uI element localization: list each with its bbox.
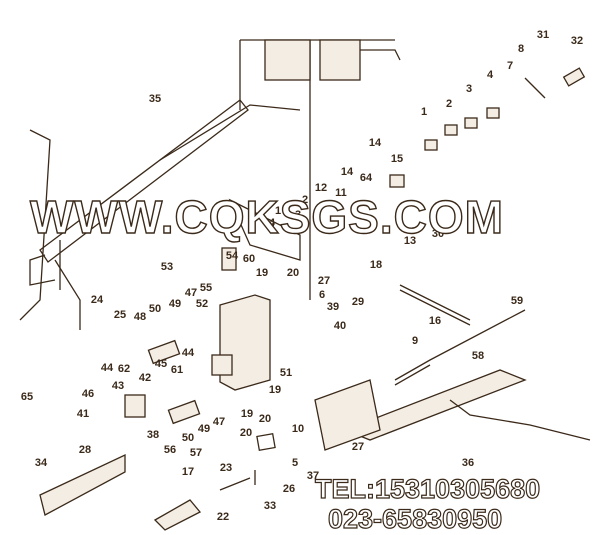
part-label: 3: [466, 83, 472, 95]
part-label: 42: [139, 372, 151, 384]
part-label: 57: [190, 447, 202, 459]
part-label: 9: [412, 335, 418, 347]
part-label: 14: [369, 137, 382, 149]
part-label: 16: [429, 315, 441, 327]
manifold-block: [211, 198, 301, 391]
part-label: 19: [269, 384, 281, 396]
part-label: 37: [307, 470, 319, 482]
part-label: 44: [182, 347, 195, 359]
part-label: 32: [571, 35, 583, 47]
part-label: 50: [149, 303, 161, 315]
part-label: 50: [182, 432, 194, 444]
part-label: 10: [292, 423, 304, 435]
cover-plate: [256, 379, 381, 452]
part-label: 1: [275, 205, 281, 217]
fuel-pipe-assembly: [343, 369, 591, 441]
part-label: 20: [287, 267, 299, 279]
part-label: 5: [292, 457, 298, 469]
part-label: 15: [391, 153, 403, 165]
part-label: 46: [82, 388, 94, 400]
part-label: 59: [511, 295, 523, 307]
part-label: 6: [319, 289, 325, 301]
part-label: 12: [315, 182, 327, 194]
part-label: 7: [507, 60, 513, 72]
part-label: 49: [169, 298, 181, 310]
part-label: 13: [404, 235, 416, 247]
part-label: 47: [213, 416, 225, 428]
part-label: 22: [217, 511, 229, 523]
part-label: 31: [537, 29, 549, 41]
part-label: 35: [149, 93, 161, 105]
part-label: 30: [432, 228, 444, 240]
part-label: 60: [243, 253, 255, 265]
part-label: 17: [182, 466, 194, 478]
part-label: 33: [264, 500, 276, 512]
part-label: 65: [21, 391, 33, 403]
frame-bracket: [19, 39, 401, 330]
part-label: 61: [171, 364, 183, 376]
part-label: 51: [280, 367, 292, 379]
part-label: 29: [352, 296, 364, 308]
part-label: 4: [487, 69, 494, 81]
part-label: 43: [112, 380, 124, 392]
part-label: 20: [259, 413, 271, 425]
part-label: 27: [318, 275, 330, 287]
part-label: 41: [77, 408, 89, 420]
part-label: 36: [462, 457, 474, 469]
part-label: 20: [240, 427, 252, 439]
part-label: 2: [446, 98, 452, 110]
contact-phone: TEL:15310305680: [315, 474, 540, 504]
part-label: 19: [241, 408, 253, 420]
part-label: 25: [114, 309, 126, 321]
part-label: 4: [269, 217, 276, 229]
support-bracket: [39, 453, 256, 531]
part-label: 48: [134, 311, 146, 323]
part-label: 40: [334, 320, 346, 332]
part-label: 2: [302, 194, 308, 206]
part-label: 54: [226, 250, 239, 262]
part-label: 1: [421, 106, 427, 118]
part-label: 52: [196, 298, 208, 310]
part-label: 19: [256, 267, 268, 279]
part-label: 28: [79, 444, 91, 456]
part-label: 24: [91, 294, 104, 306]
part-label: 62: [118, 363, 130, 375]
part-label: 18: [370, 259, 382, 271]
part-label: 44: [101, 362, 114, 374]
part-label: 11: [335, 187, 347, 199]
part-label: 34: [35, 457, 48, 469]
part-label: 55: [200, 282, 212, 294]
part-label: 39: [327, 301, 339, 313]
part-label: 58: [472, 350, 484, 362]
part-label: 23: [220, 462, 232, 474]
contact-phone-2: 023-65830950: [328, 504, 502, 534]
part-label: 8: [518, 43, 524, 55]
part-label: 64: [360, 172, 373, 184]
part-label: 45: [155, 358, 167, 370]
part-label: 3: [295, 209, 301, 221]
part-label: 53: [161, 261, 173, 273]
part-label: 26: [283, 483, 295, 495]
part-label: 56: [164, 444, 176, 456]
small-fittings: [124, 67, 586, 425]
watermark: WWW.CQKSGS.COM: [30, 191, 504, 243]
part-label: 49: [198, 423, 210, 435]
part-label: 38: [147, 429, 159, 441]
part-label: 47: [185, 287, 197, 299]
part-label: 14: [341, 166, 354, 178]
part-label: 27: [352, 441, 364, 453]
